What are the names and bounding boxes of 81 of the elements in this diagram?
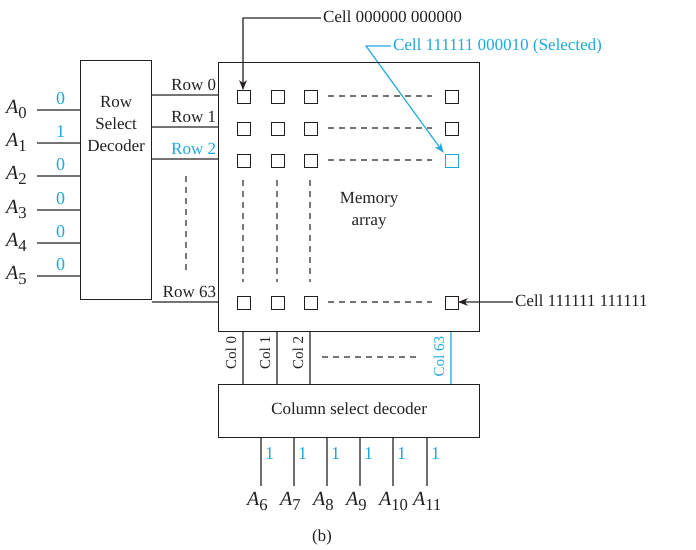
bit-value: 0 bbox=[56, 189, 65, 209]
address-pin-label: A$_{5}$ bbox=[6, 262, 36, 290]
address-pin-label: A$_{9}$ bbox=[346, 488, 367, 516]
memory-array-block bbox=[218, 62, 480, 332]
bit-value: 1 bbox=[397, 444, 406, 464]
signal-line bbox=[392, 438, 394, 486]
leader-arrow bbox=[239, 17, 321, 90]
signal-line bbox=[152, 94, 218, 96]
bit-value: 1 bbox=[265, 444, 274, 464]
cell-address-label: Cell 111111 000010 (Selected) bbox=[393, 35, 602, 57]
memory-cell bbox=[237, 154, 251, 168]
signal-line bbox=[152, 301, 218, 303]
memory-cell bbox=[237, 90, 251, 104]
bit-value: 1 bbox=[298, 444, 307, 464]
signal-line bbox=[359, 438, 361, 486]
memory-cell bbox=[445, 90, 459, 104]
address-pin-label: A$_{4}$ bbox=[6, 229, 36, 257]
memory-cell bbox=[237, 296, 251, 310]
memory-cell bbox=[237, 122, 251, 136]
bit-value: 0 bbox=[56, 255, 65, 275]
bit-value: 0 bbox=[56, 89, 65, 109]
signal-line bbox=[37, 209, 80, 211]
signal-line bbox=[242, 332, 244, 384]
signal-line bbox=[37, 175, 80, 177]
address-pin-label: A$_{8}$ bbox=[313, 488, 334, 516]
address-pin-label: A$_{10}$ bbox=[379, 488, 408, 516]
signal-line bbox=[426, 438, 428, 486]
row-line-label: Row 1 bbox=[170, 108, 216, 127]
column-line-label: Col 0 bbox=[224, 336, 240, 369]
leader-arrow bbox=[458, 298, 513, 306]
memory-cell bbox=[271, 296, 285, 310]
address-pin-label: A$_{7}$ bbox=[280, 488, 301, 516]
signal-line bbox=[326, 438, 328, 486]
column-line-label: Col 63 bbox=[432, 336, 448, 376]
memory-cell bbox=[271, 122, 285, 136]
figure-caption: (b) bbox=[312, 527, 332, 546]
memory-cell bbox=[271, 90, 285, 104]
bit-value: 1 bbox=[364, 444, 373, 464]
memory-cell bbox=[445, 122, 459, 136]
memory-cell bbox=[445, 296, 459, 310]
memory-cell bbox=[304, 296, 318, 310]
bit-value: 0 bbox=[56, 222, 65, 242]
cell-address-label: Cell 111111 111111 bbox=[515, 291, 648, 313]
row-decoder-block bbox=[80, 60, 152, 300]
leader-arrow bbox=[364, 45, 444, 153]
bit-value: 0 bbox=[56, 155, 65, 175]
signal-line bbox=[37, 242, 80, 244]
address-pin-label: A$_{0}$ bbox=[6, 96, 36, 124]
cell-address-label: Cell 000000 000000 bbox=[323, 7, 462, 29]
block-label: Memory array bbox=[338, 187, 400, 232]
signal-line bbox=[450, 332, 452, 384]
row-line-label: Row 0 bbox=[170, 76, 216, 95]
bit-value: 1 bbox=[431, 444, 440, 464]
signal-line bbox=[293, 438, 295, 486]
block-label: Row Select Decoder bbox=[86, 91, 146, 158]
address-pin-label: A$_{11}$ bbox=[413, 488, 442, 516]
memory-cell bbox=[445, 154, 459, 168]
address-pin-label: A$_{1}$ bbox=[6, 129, 36, 157]
row-line-label: Row 63 bbox=[162, 283, 216, 302]
column-decoder-block bbox=[218, 384, 480, 438]
memory-cell bbox=[304, 122, 318, 136]
signal-line bbox=[309, 332, 311, 384]
signal-line bbox=[260, 438, 262, 486]
memory-cell bbox=[304, 154, 318, 168]
bit-value: 1 bbox=[331, 444, 340, 464]
signal-line bbox=[37, 109, 80, 111]
address-pin-label: A$_{3}$ bbox=[6, 196, 36, 224]
bit-value: 1 bbox=[56, 122, 65, 142]
column-line-label: Col 2 bbox=[291, 336, 308, 369]
memory-cell bbox=[304, 90, 318, 104]
address-pin-label: A$_{6}$ bbox=[247, 488, 268, 516]
signal-line bbox=[37, 142, 80, 144]
signal-line bbox=[276, 332, 278, 384]
memory-cell bbox=[271, 154, 285, 168]
column-line-label: Col 1 bbox=[258, 336, 274, 369]
block-label: Column select decoder bbox=[270, 400, 428, 419]
signal-line bbox=[37, 275, 80, 277]
signal-line bbox=[152, 126, 218, 128]
signal-line bbox=[152, 158, 218, 160]
address-pin-label: A$_{2}$ bbox=[6, 162, 36, 190]
row-line-label: Row 2 bbox=[170, 140, 216, 159]
